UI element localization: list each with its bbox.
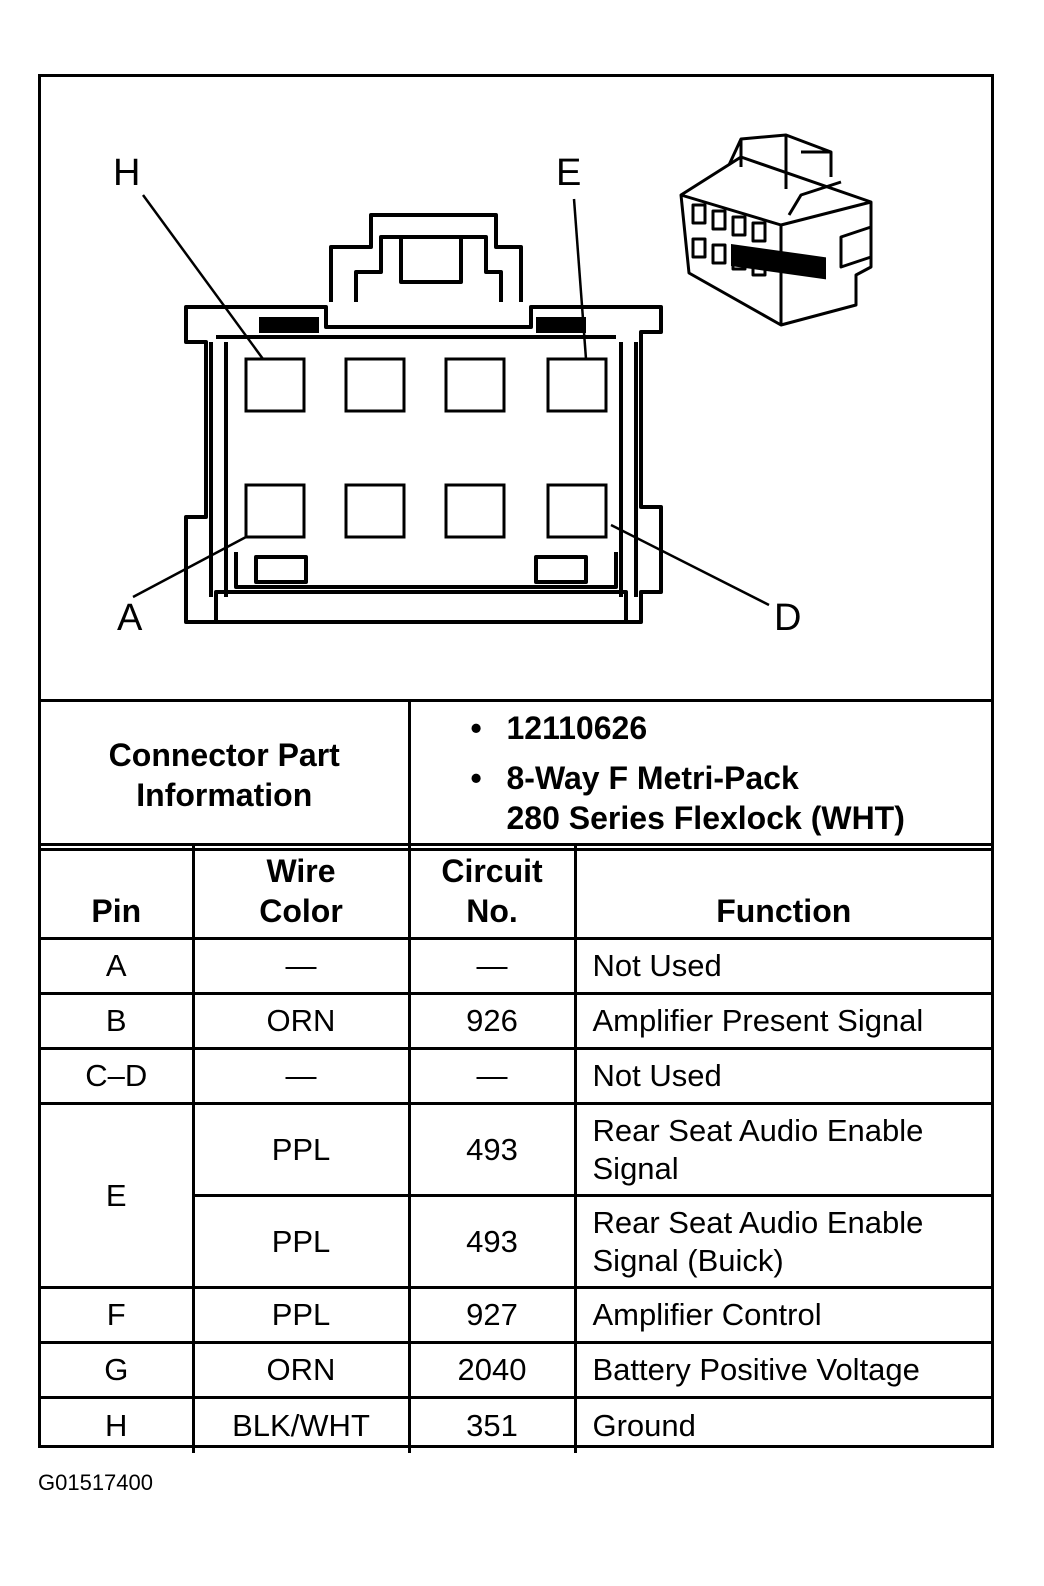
cavity-c bbox=[444, 483, 506, 539]
header-wire-color: Wire Color bbox=[191, 843, 411, 940]
cavity-b bbox=[344, 483, 406, 539]
circuit-cell: 493 bbox=[407, 1194, 577, 1289]
circuit-cell: 926 bbox=[407, 992, 577, 1050]
cavity-f bbox=[444, 357, 506, 413]
circuit-cell: 2040 bbox=[407, 1341, 577, 1399]
callout-e: E bbox=[556, 152, 581, 194]
wire-cell: — bbox=[191, 937, 411, 995]
function-line1: Rear Seat Audio Enable bbox=[592, 1112, 924, 1148]
circuit-cell: — bbox=[407, 937, 577, 995]
wire-cell: BLK/WHT bbox=[191, 1396, 411, 1453]
connector-info-label: Connector Part Information bbox=[41, 699, 411, 851]
table-row: A — — Not Used bbox=[41, 937, 991, 995]
callout-d: D bbox=[774, 597, 801, 639]
table-row: F PPL 927 Amplifier Control bbox=[41, 1286, 991, 1344]
connector-housing bbox=[184, 305, 663, 624]
wire-cell: PPL bbox=[193, 1194, 411, 1289]
table-row: H BLK/WHT 351 Ground bbox=[41, 1396, 991, 1453]
figure-code: G01517400 bbox=[38, 1470, 153, 1495]
wire-cell: PPL bbox=[191, 1286, 411, 1344]
connector-info-label-line2: Information bbox=[136, 777, 313, 813]
circuit-cell: 351 bbox=[407, 1396, 577, 1453]
part-number: 12110626 bbox=[471, 708, 992, 748]
connector-description-line1: 8-Way F Metri-Pack bbox=[506, 760, 799, 796]
wire-cell: ORN bbox=[191, 1341, 411, 1399]
connector-diagram: H E A D bbox=[113, 133, 873, 639]
function-cell: Ground bbox=[573, 1396, 991, 1453]
connector-latch bbox=[329, 213, 523, 302]
connector-description: 8-Way F Metri-Pack 280 Series Flexlock (… bbox=[471, 758, 992, 838]
table-row: G ORN 2040 Battery Positive Voltage bbox=[41, 1341, 991, 1399]
header-function: Function bbox=[573, 843, 991, 940]
pin-cell: H bbox=[41, 1396, 195, 1453]
pin-cell: G bbox=[41, 1341, 195, 1399]
function-cell: Not Used bbox=[573, 937, 991, 995]
function-line2: Signal bbox=[592, 1150, 679, 1186]
table-row: PPL 493 Rear Seat Audio Enable Signal (B… bbox=[41, 1194, 991, 1289]
pin-table-header: Pin Wire Color Circuit No. Function bbox=[41, 843, 991, 940]
header-circuit: Circuit No. bbox=[407, 843, 577, 940]
header-pin: Pin bbox=[41, 843, 195, 940]
callout-h: H bbox=[113, 152, 140, 194]
connector-info-label-line1: Connector Part bbox=[108, 737, 340, 773]
wire-cell: ORN bbox=[191, 992, 411, 1050]
header-circuit-line2: No. bbox=[466, 893, 518, 929]
circuit-cell: — bbox=[407, 1047, 577, 1105]
header-circuit-line1: Circuit bbox=[441, 853, 543, 889]
function-line2: Signal (Buick) bbox=[592, 1242, 784, 1278]
wire-cell: PPL bbox=[191, 1102, 411, 1197]
pin-cell: B bbox=[41, 992, 195, 1050]
cavity-e bbox=[546, 357, 608, 413]
function-line1: Rear Seat Audio Enable bbox=[592, 1204, 924, 1240]
function-cell: Rear Seat Audio Enable Signal (Buick) bbox=[573, 1194, 991, 1289]
circuit-cell: 927 bbox=[407, 1286, 577, 1344]
table-row: E PPL 493 Rear Seat Audio Enable Signal bbox=[41, 1102, 991, 1289]
function-cell: Amplifier Present Signal bbox=[573, 992, 991, 1050]
diagram-frame: H E A D Connector Part bbox=[38, 74, 994, 1453]
pin-cell: C–D bbox=[41, 1047, 195, 1105]
callout-a: A bbox=[117, 597, 143, 639]
connector-description-line2: 280 Series Flexlock (WHT) bbox=[506, 800, 905, 836]
pin-cell: F bbox=[41, 1286, 195, 1344]
function-cell: Rear Seat Audio Enable Signal bbox=[573, 1102, 991, 1197]
table-row: B ORN 926 Amplifier Present Signal bbox=[41, 992, 991, 1050]
function-cell: Battery Positive Voltage bbox=[573, 1341, 991, 1399]
header-wire-color-line2: Color bbox=[259, 893, 343, 929]
cavity-g bbox=[344, 357, 406, 413]
cavity-h bbox=[244, 357, 306, 413]
header-wire-color-line1: Wire bbox=[266, 853, 336, 889]
pin-table: Pin Wire Color Circuit No. Function A — … bbox=[41, 843, 991, 1453]
wire-cell: — bbox=[191, 1047, 411, 1105]
pin-cell: A bbox=[41, 937, 195, 995]
connector-isometric-illustration bbox=[679, 133, 873, 327]
pin-cell: E bbox=[41, 1102, 195, 1289]
connector-info-table: Connector Part Information 12110626 8-Wa… bbox=[41, 699, 991, 851]
cavity-a bbox=[244, 483, 306, 539]
circuit-cell: 493 bbox=[407, 1102, 577, 1197]
function-cell: Not Used bbox=[573, 1047, 991, 1105]
cavity-d bbox=[546, 483, 608, 539]
table-row: C–D — — Not Used bbox=[41, 1047, 991, 1105]
function-cell: Amplifier Control bbox=[573, 1286, 991, 1344]
connector-info-values: 12110626 8-Way F Metri-Pack 280 Series F… bbox=[407, 699, 992, 851]
